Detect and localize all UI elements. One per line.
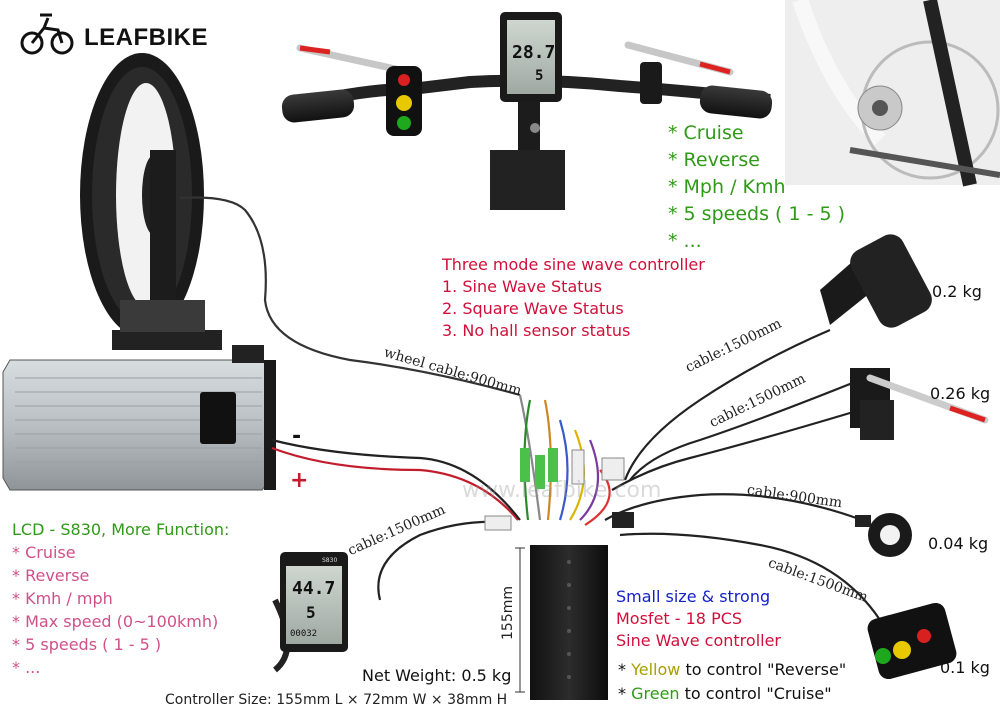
controller-mode-title: Three mode sine wave controller <box>442 255 705 274</box>
lcd-feature-item: * Kmh / mph <box>12 589 113 608</box>
green-word: Green <box>631 684 680 703</box>
throttle <box>820 234 932 328</box>
brand-logo: LEAFBIKE <box>84 24 208 52</box>
controller-box <box>515 545 608 700</box>
handlebar-feature-list: * Cruise * Reverse * Mph / Kmh * 5 speed… <box>668 120 845 255</box>
pas-sensor <box>855 513 912 557</box>
controller-spec-size: Small size & strong <box>616 587 771 606</box>
button-switch <box>867 602 957 680</box>
bottom-lcd-display: S830 44.7 5 00032 <box>272 552 348 673</box>
brand-name: LEAFBIKE <box>84 24 208 51</box>
note-bullet: * <box>618 684 632 703</box>
lcd-feature-item: * Max speed (0~100kmh) <box>12 612 219 631</box>
yellow-word: Yellow <box>631 660 681 679</box>
lcd-feature-item: * Cruise <box>12 543 76 562</box>
controller-mode-item: 3. No hall sensor status <box>442 321 631 340</box>
controller-spec-mosfet: Mosfet - 18 PCS <box>616 609 743 628</box>
yellow-button-note: * Yellow to control "Reverse" <box>618 658 846 682</box>
handlebar-feature-item: * Reverse <box>668 149 760 171</box>
throttle-weight: 0.2 kg <box>932 282 982 301</box>
controller-spec-type: Sine Wave controller <box>616 631 781 650</box>
bottom-lcd-odo: 00032 <box>290 629 317 639</box>
battery-pack <box>2 345 276 491</box>
controller-mode-list: Three mode sine wave controller 1. Sine … <box>442 254 705 342</box>
green-button-note: * Green to control "Cruise" <box>618 682 846 706</box>
battery-plus-label: + <box>290 468 309 493</box>
brake-lever <box>850 368 989 440</box>
top-lcd-speed: 28.7 <box>512 42 555 63</box>
handlebar <box>281 41 773 210</box>
lcd-feature-item: * 5 speeds ( 1 - 5 ) <box>12 635 162 654</box>
handlebar-feature-item: * Mph / Kmh <box>668 176 786 198</box>
yellow-button <box>396 95 412 111</box>
bottom-lcd-speed: 44.7 <box>292 578 335 599</box>
battery-minus-label: - <box>292 424 302 449</box>
lcd-feature-item: * Reverse <box>12 566 90 585</box>
bottom-lcd-model: S830 <box>322 557 337 564</box>
connectors <box>484 448 634 531</box>
top-lcd-display: 28.7 5 <box>500 12 562 102</box>
controller-mode-item: 2. Square Wave Status <box>442 299 624 318</box>
controller-net-weight: Net Weight: 0.5 kg <box>362 666 512 685</box>
bottom-lcd-pas: 5 <box>306 603 316 622</box>
brake-weight: 0.26 kg <box>930 384 991 403</box>
green-note-text: to control "Cruise" <box>679 684 832 703</box>
red-button <box>398 74 410 86</box>
disc-brake-photo <box>785 0 1000 187</box>
watermark: www.leafbike.com <box>462 478 662 503</box>
handlebar-feature-item: * Cruise <box>668 122 744 144</box>
switch-weight: 0.1 kg <box>940 658 990 677</box>
logo-bike-icon <box>20 13 74 55</box>
top-lcd-pas: 5 <box>535 68 543 84</box>
cables <box>179 196 881 621</box>
note-bullet: * <box>618 660 632 679</box>
lcd-feature-list: LCD - S830, More Function: * Cruise * Re… <box>12 518 229 679</box>
controller-size: Controller Size: 155mm L × 72mm W × 38mm… <box>165 692 508 708</box>
lcd-feature-title: LCD - S830, More Function: <box>12 520 230 539</box>
controller-mode-item: 1. Sine Wave Status <box>442 277 603 296</box>
handlebar-feature-item: * ... <box>668 230 702 252</box>
yellow-note-text: to control "Reverse" <box>680 660 847 679</box>
button-notes: * Yellow to control "Reverse" * Green to… <box>618 658 846 706</box>
lcd-feature-item: * ... <box>12 658 41 677</box>
pas-weight: 0.04 kg <box>928 534 989 553</box>
handlebar-feature-item: * 5 speeds ( 1 - 5 ) <box>668 203 846 225</box>
controller-height-label: 155mm <box>500 586 516 640</box>
hub-motor-wheel <box>80 53 222 350</box>
controller-spec-list: Small size & strong Mosfet - 18 PCS Sine… <box>616 586 781 652</box>
green-button <box>397 116 411 130</box>
